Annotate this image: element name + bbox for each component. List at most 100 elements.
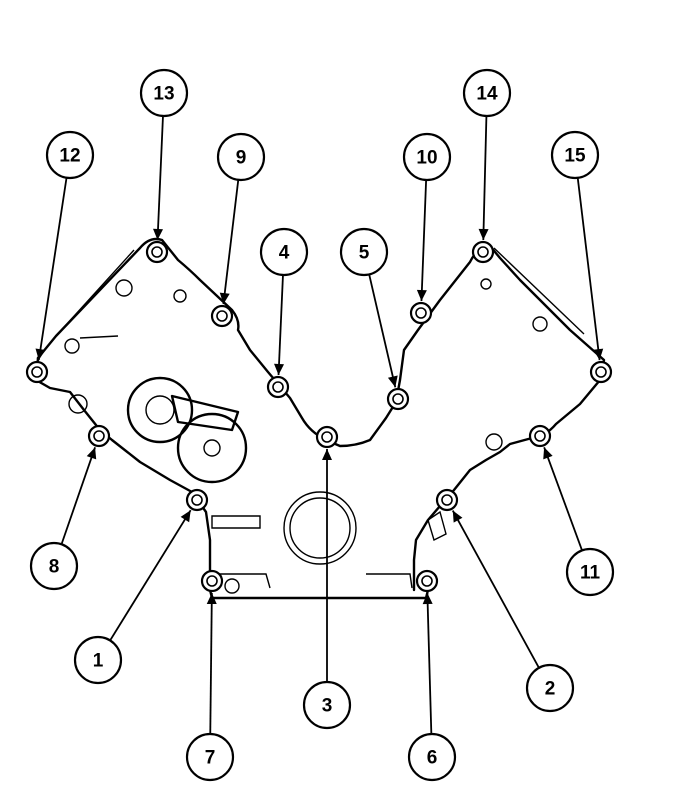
- sensor-bracket-lower: [211, 515, 261, 529]
- leader-line-12: [37, 177, 68, 361]
- gasket-line-left: [55, 249, 135, 337]
- leader-line-13: [156, 115, 164, 241]
- bolt-center-4: [272, 381, 284, 393]
- bolt-center-10: [415, 307, 427, 319]
- leader-line-10: [420, 179, 428, 302]
- leader-line-5: [368, 274, 397, 388]
- bolt-heads: [25, 240, 613, 593]
- tensioner-pulley-hub: [203, 439, 221, 457]
- leader-line-8: [60, 447, 96, 545]
- boss-left-mid: [173, 289, 187, 303]
- cover-outline-bottom: [208, 588, 430, 600]
- leader-arrow-14: [478, 228, 489, 241]
- leader-arrow-4: [274, 363, 285, 376]
- callout-number-10: 10: [416, 148, 437, 169]
- callout-number-6: 6: [427, 748, 438, 769]
- leader-arrow-13: [153, 228, 164, 241]
- leader-arrow-10: [416, 289, 427, 302]
- callout-number-14: 14: [476, 84, 498, 105]
- callout-number-11: 11: [580, 563, 601, 584]
- callout-circle-9: [216, 132, 266, 182]
- callout-circle-12: [45, 130, 95, 180]
- tensioner-bracket: [170, 394, 240, 432]
- fitting-right: [427, 510, 447, 541]
- callout-number-7: 7: [205, 748, 216, 769]
- leader-line-4: [277, 274, 284, 376]
- boss-right-upper: [480, 278, 492, 290]
- leader-arrow-8: [86, 447, 97, 460]
- callout-number-3: 3: [322, 696, 333, 717]
- leader-lines: [35, 115, 604, 735]
- boss-right-lower: [485, 433, 503, 451]
- sensor-lead-left: [79, 335, 119, 339]
- leader-arrow-15: [593, 348, 604, 361]
- idler-pulley: [126, 376, 194, 444]
- oil-pan-flange-right: [366, 573, 413, 589]
- leader-line-14: [482, 115, 488, 241]
- callout-circle-6: [407, 732, 457, 782]
- leader-line-1: [109, 509, 192, 641]
- bolt-center-14: [477, 246, 489, 258]
- callout-circle-4: [259, 227, 309, 277]
- callout-circle-13: [139, 68, 189, 118]
- callout-number-8: 8: [49, 557, 60, 578]
- leader-arrow-6: [422, 592, 433, 605]
- bolt-center-12: [31, 366, 43, 378]
- bolt-center-2: [441, 494, 453, 506]
- bolt-center-6: [421, 575, 433, 587]
- leader-arrow-9: [219, 292, 230, 305]
- bolt-center-13: [151, 246, 163, 258]
- idler-pulley-hub: [145, 395, 175, 425]
- bolt-center-11: [534, 430, 546, 442]
- bolt-center-5: [392, 393, 404, 405]
- crank-seal-inner: [289, 497, 351, 559]
- bolt-center-3: [321, 431, 333, 443]
- leader-line-11: [543, 446, 583, 551]
- boss-left-lower: [68, 394, 88, 414]
- callout-circle-8: [29, 541, 79, 591]
- callout-circle-10: [402, 132, 452, 182]
- callout-number-4: 4: [279, 243, 290, 264]
- callout-number-5: 5: [359, 243, 370, 264]
- boss-left-upper: [115, 279, 133, 297]
- callout-circle-3: [302, 680, 352, 730]
- leader-line-6: [426, 592, 433, 735]
- bolt-center-7: [206, 575, 218, 587]
- leader-arrow-7: [206, 592, 217, 605]
- cover-features: [64, 278, 548, 594]
- callout-number-9: 9: [236, 148, 247, 169]
- callout-circle-5: [339, 227, 389, 277]
- tensioner-pulley: [176, 412, 248, 484]
- oil-pan-flange-left: [214, 573, 271, 589]
- bolt-center-8: [93, 430, 105, 442]
- bolt-center-1: [191, 494, 203, 506]
- leader-arrow-1: [180, 510, 191, 523]
- callout-number-15: 15: [564, 146, 586, 167]
- timing-cover-outline: [34, 237, 606, 600]
- leader-arrow-5: [387, 375, 398, 388]
- callout-circle-1: [73, 635, 123, 685]
- bolt-center-15: [595, 366, 607, 378]
- bolt-center-9: [216, 310, 228, 322]
- callout-circle-11: [565, 547, 615, 597]
- callout-number-13: 13: [153, 84, 174, 105]
- drain-boss: [224, 578, 240, 594]
- leader-line-2: [451, 510, 540, 669]
- sensor-left: [64, 338, 80, 354]
- callout-circle-14: [462, 68, 512, 118]
- leader-line-15: [576, 177, 601, 361]
- callout-number-12: 12: [59, 146, 80, 167]
- cover-outline-left-lower: [34, 356, 212, 592]
- callout-circle-15: [550, 130, 600, 180]
- callout-circle-7: [185, 732, 235, 782]
- leader-arrow-12: [35, 348, 46, 361]
- gasket-line-right: [493, 247, 585, 335]
- crank-seal-outer: [283, 491, 357, 565]
- leader-arrow-3: [322, 449, 332, 460]
- callout-number-1: 1: [93, 651, 104, 672]
- callout-circle-2: [525, 663, 575, 713]
- leader-line-9: [222, 179, 240, 305]
- boss-right-mid: [532, 316, 548, 332]
